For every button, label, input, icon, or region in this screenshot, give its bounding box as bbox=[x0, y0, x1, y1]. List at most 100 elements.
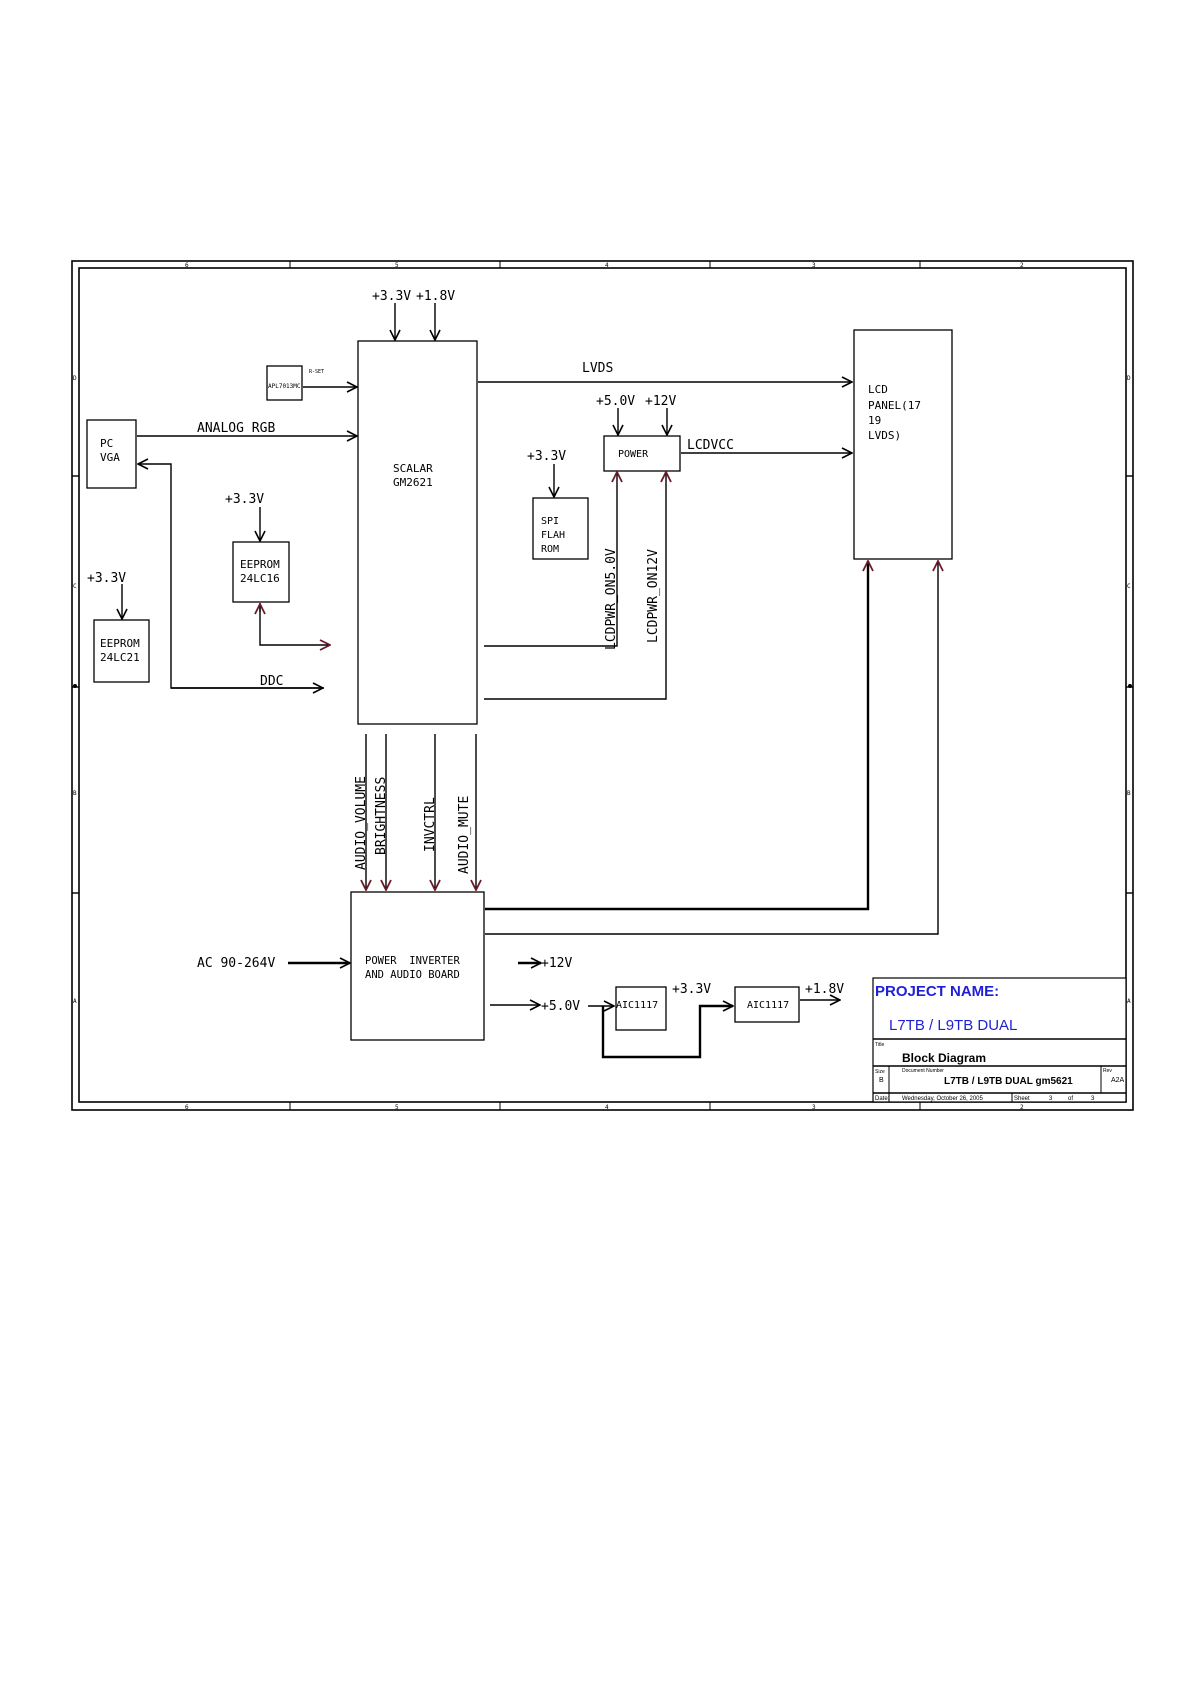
sheet-value: 3 bbox=[1049, 1096, 1053, 1102]
rev-value: A2A bbox=[1111, 1077, 1125, 1084]
ruler-top-6: 6 bbox=[185, 262, 189, 269]
ddc-wire: DDC bbox=[138, 464, 324, 689]
ruler-top-2: 2 bbox=[1020, 262, 1024, 269]
invctrl-label: INVCTRL bbox=[423, 797, 438, 852]
eeprom-24lc16-line2: 24LC16 bbox=[240, 572, 280, 585]
date-caption: Date: bbox=[875, 1096, 890, 1102]
power-board-line2: AND AUDIO BOARD bbox=[365, 969, 460, 981]
aic1117-block-2: AIC1117 bbox=[734, 986, 800, 1023]
sheet-caption: Sheet bbox=[1014, 1096, 1030, 1102]
audio-mute-label: AUDIO_MUTE bbox=[457, 796, 472, 874]
ruler-right-d: D bbox=[1127, 375, 1131, 382]
power-supply-wires: +5.0V +12V bbox=[596, 394, 676, 435]
ddc-label: DDC bbox=[260, 674, 283, 689]
size-caption: Size bbox=[875, 1069, 885, 1075]
analog-rgb-wire: ANALOG RGB bbox=[137, 421, 357, 436]
out-18v-label: +1.8V bbox=[805, 982, 844, 997]
title-value: Block Diagram bbox=[902, 1051, 986, 1065]
power-inverter-audio-board-block: POWER INVERTER AND AUDIO BOARD bbox=[350, 891, 485, 1041]
scalar-v33-label: +3.3V bbox=[372, 289, 411, 304]
out-50v-label: +5.0V bbox=[541, 999, 580, 1014]
scalar-block: SCALAR GM2621 bbox=[357, 340, 478, 725]
lcd-panel-line2: PANEL(17 bbox=[868, 399, 921, 412]
eeprom-24lc16-block: EEPROM 24LC16 bbox=[232, 541, 290, 603]
power-block: POWER bbox=[603, 435, 681, 472]
ruler-top-4: 4 bbox=[605, 262, 609, 269]
ruler-left-d: D bbox=[73, 375, 77, 382]
project-name-caption: PROJECT NAME: bbox=[875, 983, 999, 1000]
eeprom21-v33-label: +3.3V bbox=[87, 571, 126, 586]
lcdpwr-on50-label: LCDPWR_ON5.0V bbox=[604, 548, 619, 650]
lcd-panel-line3: 19 bbox=[868, 414, 881, 427]
eeprom-24lc21-block: EEPROM 24LC21 bbox=[93, 619, 150, 683]
spi-flash-block: SPI FLAH ROM bbox=[532, 497, 589, 560]
spi-supply-wire: +3.3V bbox=[527, 449, 566, 497]
board-to-lcd-wires bbox=[485, 561, 938, 935]
reset-ic-pin: R-SET bbox=[309, 369, 324, 375]
ruler-bottom-3: 3 bbox=[812, 1104, 816, 1111]
eeprom-24lc21-line1: EEPROM bbox=[100, 637, 140, 650]
docnum-caption: Document Number bbox=[902, 1068, 944, 1074]
lcdpwr-on12-label: LCDPWR_ON12V bbox=[646, 549, 661, 643]
lcd-panel-block: LCD PANEL(17 19 LVDS) bbox=[853, 329, 953, 560]
lvds-wire: LVDS bbox=[478, 361, 852, 382]
reset-ic-label: APL7013MC bbox=[268, 383, 301, 390]
control-wires: AUDIO_VOLUME BRIGHTNESS INVCTRL AUDIO_MU… bbox=[354, 734, 476, 890]
pc-vga-line2: VGA bbox=[100, 451, 120, 464]
aic1117-label-1: AIC1117 bbox=[616, 1000, 658, 1011]
ruler-right-a: A bbox=[1127, 998, 1131, 1005]
ruler-top-3: 3 bbox=[812, 262, 816, 269]
power-v50-label: +5.0V bbox=[596, 394, 635, 409]
ruler-left-a: A bbox=[73, 998, 77, 1005]
pc-vga-block: PC VGA bbox=[86, 419, 137, 489]
ruler-right-c: C bbox=[1127, 583, 1131, 590]
eeprom16-v33-label: +3.3V bbox=[225, 492, 264, 507]
lcdpwr-on-wires: LCDPWR_ON5.0V LCDPWR_ON12V bbox=[484, 472, 666, 700]
title-caption: Title bbox=[875, 1042, 884, 1048]
spi-flash-line1: SPI bbox=[541, 516, 559, 527]
eeprom16-wires: +3.3V bbox=[225, 492, 330, 645]
of-caption: of bbox=[1068, 1096, 1073, 1102]
spi-v33-label: +3.3V bbox=[527, 449, 566, 464]
date-value: Wednesday, October 26, 2005 bbox=[902, 1096, 983, 1102]
lcdvcc-label: LCDVCC bbox=[687, 438, 734, 453]
brightness-label: BRIGHTNESS bbox=[374, 777, 389, 855]
output-5v-wire: +5.0V bbox=[490, 999, 614, 1014]
lvds-label: LVDS bbox=[582, 361, 613, 376]
project-name-value: L7TB / L9TB DUAL bbox=[889, 1017, 1017, 1034]
spi-flash-line2: FLAH bbox=[541, 530, 565, 541]
title-block: PROJECT NAME: L7TB / L9TB DUAL Title Blo… bbox=[872, 977, 1127, 1103]
out-33v-label: +3.3V bbox=[672, 982, 711, 997]
lcd-panel-line1: LCD bbox=[868, 383, 888, 396]
ac-input-label: AC 90-264V bbox=[197, 956, 275, 971]
ruler-bottom-5: 5 bbox=[395, 1104, 399, 1111]
ruler-bottom-6: 6 bbox=[185, 1104, 189, 1111]
out-12v-label: +12V bbox=[541, 956, 572, 971]
docnum-value: L7TB / L9TB DUAL gm5621 bbox=[944, 1076, 1073, 1087]
power-label: POWER bbox=[618, 449, 649, 460]
aic1117-label-2: AIC1117 bbox=[747, 1000, 789, 1011]
aic-chain-wires: +3.3V +1.8V bbox=[601, 982, 844, 1059]
lcd-panel-line4: LVDS) bbox=[868, 429, 901, 442]
ruler-bottom-4: 4 bbox=[605, 1104, 609, 1111]
lcdvcc-wire: LCDVCC bbox=[681, 438, 852, 453]
scalar-v18-label: +1.8V bbox=[416, 289, 455, 304]
audio-volume-label: AUDIO_VOLUME bbox=[354, 776, 369, 870]
power-board-line1: POWER INVERTER bbox=[365, 955, 461, 967]
of-value: 3 bbox=[1091, 1096, 1095, 1102]
output-12v-wire: +12V bbox=[518, 956, 572, 971]
size-value: B bbox=[879, 1077, 884, 1084]
rev-caption: Rev bbox=[1103, 1068, 1112, 1074]
ruler-left-c: C bbox=[73, 583, 77, 590]
aic1117-block-1: AIC1117 bbox=[615, 986, 667, 1031]
ruler-top-5: 5 bbox=[395, 262, 399, 269]
pc-vga-line1: PC bbox=[100, 437, 113, 450]
eeprom-24lc21-line2: 24LC21 bbox=[100, 651, 140, 664]
ruler-right-b: B bbox=[1127, 790, 1131, 797]
reset-ic-block: APL7013MC R-SET bbox=[266, 365, 324, 401]
scalar-line1: SCALAR bbox=[393, 462, 433, 475]
scalar-line2: GM2621 bbox=[393, 476, 433, 489]
power-v12-label: +12V bbox=[645, 394, 676, 409]
scalar-supply-wires: +3.3V +1.8V bbox=[372, 289, 455, 340]
